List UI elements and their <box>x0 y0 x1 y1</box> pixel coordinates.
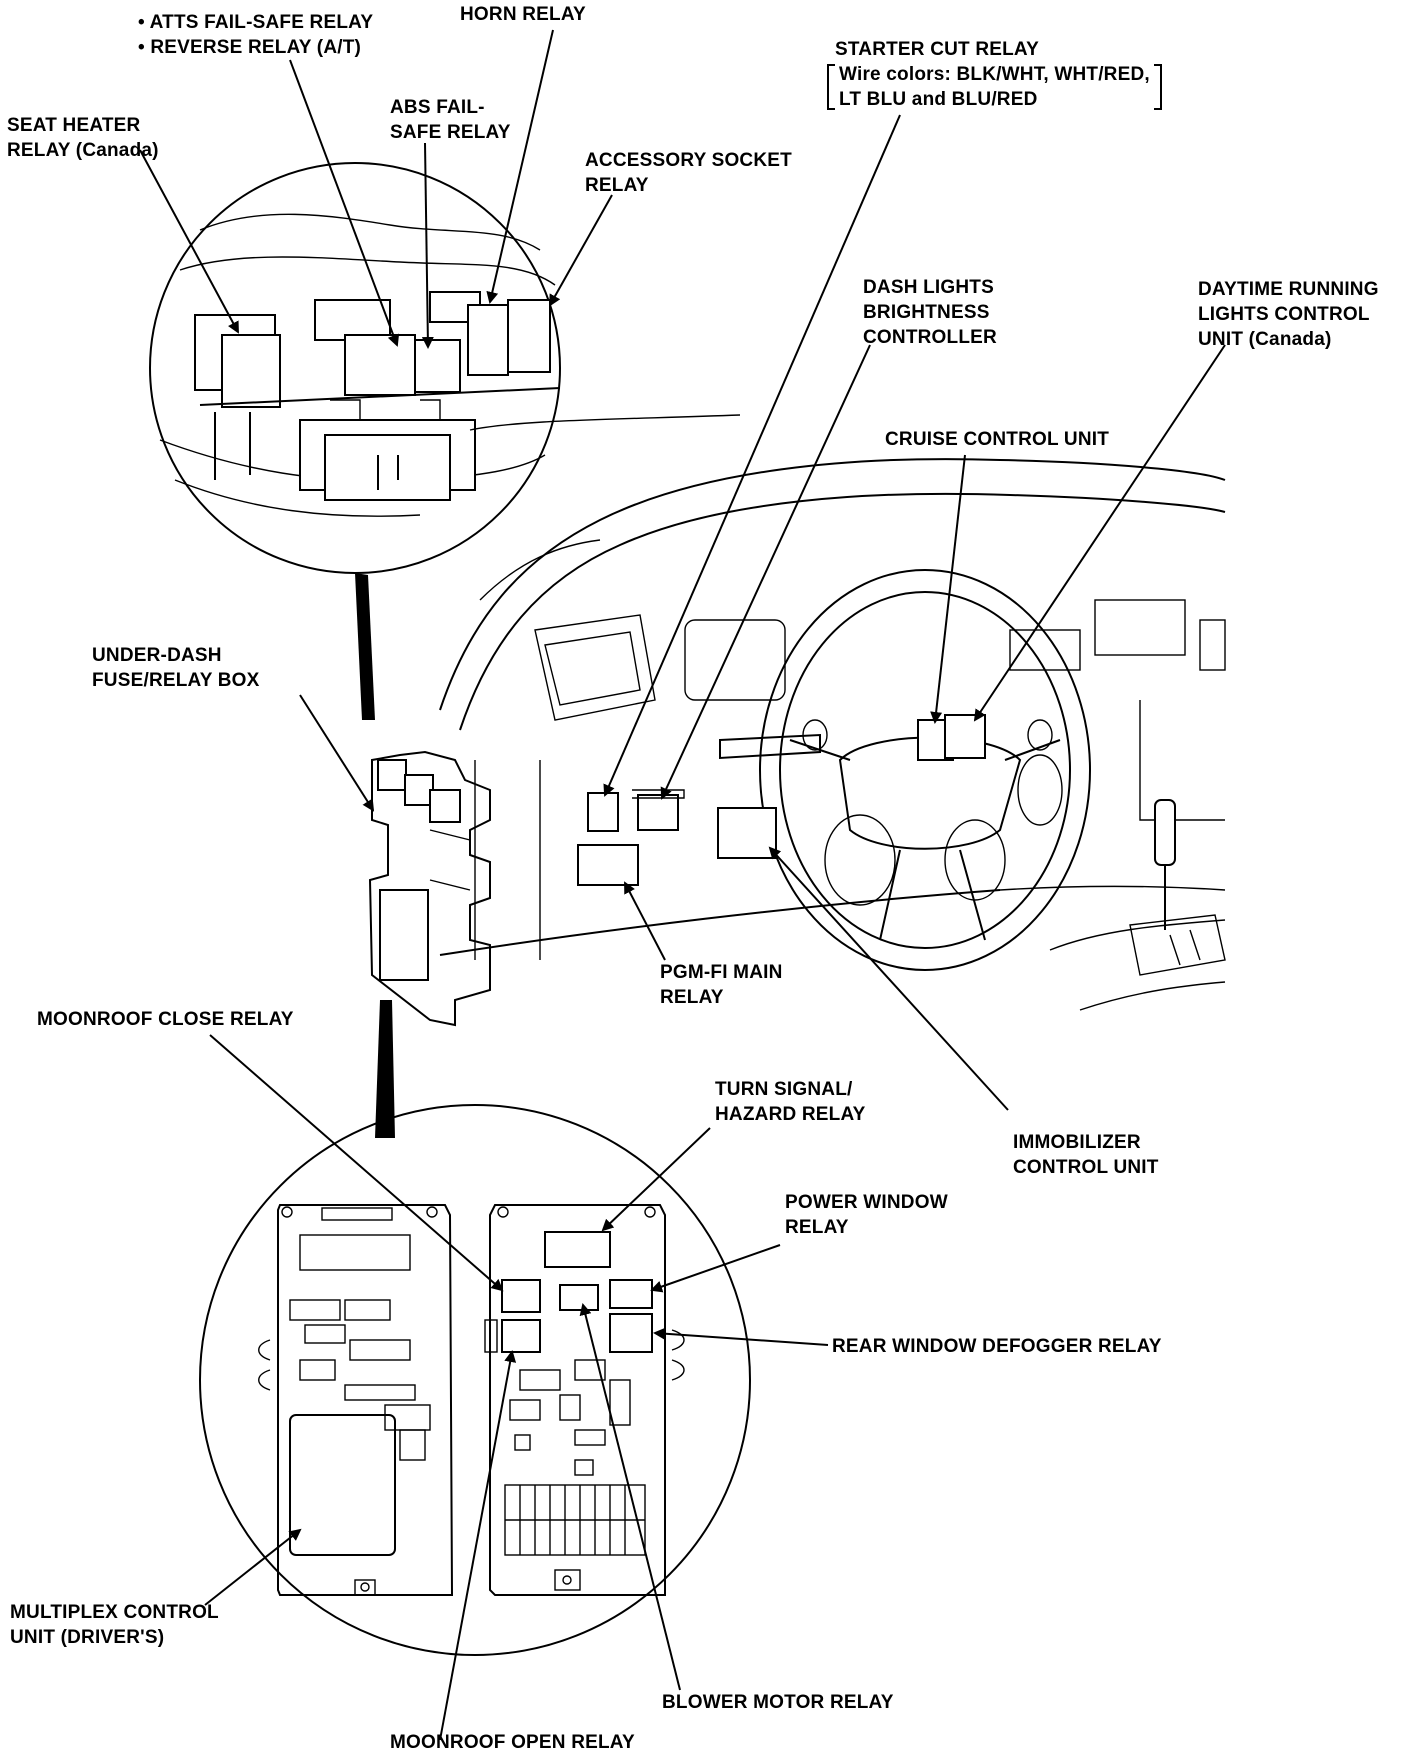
label-cruise-control-unit: CRUISE CONTROL UNIT <box>885 429 1110 450</box>
label-multiplex-control-unit: MULTIPLEX CONTROL UNIT (DRIVER'S) <box>10 1602 219 1648</box>
label-atts-fail-safe-relay: • ATTS FAIL-SAFE RELAY <box>138 12 374 33</box>
label-blower-motor-relay: BLOWER MOTOR RELAY <box>662 1692 894 1713</box>
label-immobilizer-control-unit: IMMOBILIZER CONTROL UNIT <box>1013 1132 1159 1178</box>
label-starter-cut-wire-colors: Wire colors: BLK/WHT, WHT/RED, LT BLU an… <box>827 62 1162 112</box>
label-turn-signal-hazard-relay: TURN SIGNAL/ HAZARD RELAY <box>715 1079 866 1125</box>
connector-wedge-upper <box>355 573 375 720</box>
label-under-dash-fuse-relay-box: UNDER-DASH FUSE/RELAY BOX <box>92 645 260 691</box>
label-horn-relay: HORN RELAY <box>460 4 586 25</box>
label-dash-lights-controller: DASH LIGHTS BRIGHTNESS CONTROLLER <box>863 277 997 348</box>
label-moonroof-close-relay: MOONROOF CLOSE RELAY <box>37 1009 294 1030</box>
connector-wedge-lower <box>375 1000 395 1138</box>
label-starter-cut-title: STARTER CUT RELAY <box>835 39 1039 60</box>
label-starter-cut-relay: STARTER CUT RELAY Wire colors: BLK/WHT, … <box>827 37 1162 112</box>
label-moonroof-open-relay: MOONROOF OPEN RELAY <box>390 1732 635 1753</box>
lower-fusebox-closeup <box>199 1104 751 1656</box>
label-pgm-fi-main-relay: PGM-FI MAIN RELAY <box>660 962 783 1008</box>
label-power-window-relay: POWER WINDOW RELAY <box>785 1192 948 1238</box>
under-dash-fuse-box <box>368 750 491 1027</box>
label-abs-fail-safe-relay: ABS FAIL- SAFE RELAY <box>390 97 511 143</box>
label-daytime-running-lights-unit: DAYTIME RUNNING LIGHTS CONTROL UNIT (Can… <box>1198 279 1379 350</box>
leader-lines <box>139 29 1226 1741</box>
label-atts-reverse-relays: • ATTS FAIL-SAFE RELAY • REVERSE RELAY (… <box>138 10 373 60</box>
dashboard-illustration <box>439 414 1226 1011</box>
upper-relay-closeup <box>149 162 561 574</box>
label-accessory-socket-relay: ACCESSORY SOCKET RELAY <box>585 150 792 196</box>
label-rear-window-defogger-relay: REAR WINDOW DEFOGGER RELAY <box>832 1336 1162 1357</box>
label-seat-heater-relay: SEAT HEATER RELAY (Canada) <box>7 115 159 161</box>
label-reverse-relay: • REVERSE RELAY (A/T) <box>138 37 362 58</box>
